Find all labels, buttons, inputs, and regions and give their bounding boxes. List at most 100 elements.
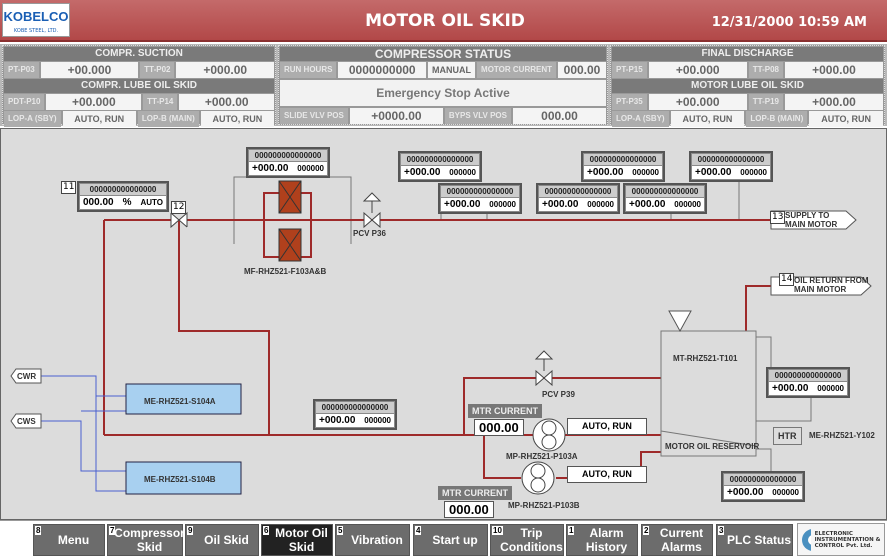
instrument-unit: 000000 bbox=[740, 168, 767, 177]
mode-value: MANUAL bbox=[428, 62, 476, 78]
nav-shortcut-number: 1 bbox=[568, 526, 575, 535]
tt-p02-value: +000.00 bbox=[176, 62, 275, 78]
filter-label: MF-RHZ521-F103A&B bbox=[244, 267, 327, 276]
nav-button-alarm-history[interactable]: 1 Alarm History bbox=[566, 524, 638, 556]
nav-shortcut-number: 7 bbox=[109, 526, 116, 535]
instrument-unit: 000000 bbox=[772, 488, 799, 497]
mtr-current-a-label: MTR CURRENT bbox=[468, 404, 542, 418]
nav-shortcut-number: 10 bbox=[492, 526, 503, 535]
pump-a-status[interactable]: AUTO, RUN bbox=[567, 418, 647, 435]
nav-shortcut-number: 3 bbox=[718, 526, 725, 535]
logo-subtext: KOBE STEEL, LTD. bbox=[13, 28, 59, 34]
logo-text: KOBELCO bbox=[3, 9, 69, 24]
valve-12-number: 12 bbox=[171, 201, 187, 214]
motor-current-value: 000.00 bbox=[558, 62, 606, 78]
slide-valve-label: SLIDE VLV POS bbox=[280, 108, 348, 124]
controller-11[interactable]: 000000000000000 000.00%AUTO bbox=[77, 181, 169, 212]
hx-b-label[interactable]: ME-RHZ521-S104B bbox=[144, 475, 216, 484]
instrument-tag: 000000000000000 bbox=[539, 186, 617, 197]
run-hours-value: 0000000000 bbox=[338, 62, 427, 78]
lop-a-label: LOP-A (SBY) bbox=[4, 111, 61, 127]
pcv36-label[interactable]: PCV P36 bbox=[353, 229, 386, 238]
tt-p19-value: +000.00 bbox=[784, 94, 884, 110]
instrument-tag: 000000000000000 bbox=[401, 154, 479, 165]
instrument-unit: 000000 bbox=[364, 416, 391, 425]
lop-b-value: AUTO, RUN bbox=[200, 111, 275, 127]
instrument-tag: 000000000000000 bbox=[692, 154, 770, 165]
hx-a-label[interactable]: ME-RHZ521-S104A bbox=[144, 397, 216, 406]
cwr-label: CWR bbox=[17, 372, 37, 381]
lop-a-value: AUTO, RUN bbox=[62, 111, 136, 127]
reservoir-label: MOTOR OIL RESERVOIR bbox=[665, 442, 760, 451]
tt-p19-label: TT-P19 bbox=[748, 94, 783, 110]
pt-p35-value: +00.000 bbox=[648, 94, 747, 110]
run-hours-label: RUN HOURS bbox=[280, 62, 337, 78]
instrument-value: +000.00 bbox=[587, 167, 624, 178]
tt-p14-value: +000.00 bbox=[179, 94, 275, 110]
nav-shortcut-number: 5 bbox=[337, 526, 344, 535]
motor-lop-b-value: AUTO, RUN bbox=[809, 111, 884, 127]
nav-shortcut-number: 4 bbox=[415, 526, 422, 535]
bypass-valve-value: 000.00 bbox=[512, 108, 606, 124]
tt-p08-label: TT-P08 bbox=[748, 62, 783, 78]
nav-label: Trip Conditions bbox=[500, 526, 563, 554]
heater-button[interactable]: HTR bbox=[773, 427, 802, 445]
lop-b-label: LOP-B (MAIN) bbox=[137, 111, 199, 127]
pt-p15-label: PT-P15 bbox=[612, 62, 647, 78]
pump-b-status[interactable]: AUTO, RUN bbox=[567, 466, 647, 483]
return-label[interactable]: OIL RETURN FROM MAIN MOTOR bbox=[794, 276, 869, 294]
nav-label: Alarm History bbox=[585, 526, 628, 554]
pcv39-label[interactable]: PCV P39 bbox=[542, 390, 575, 399]
nav-label: Motor Oil Skid bbox=[275, 526, 328, 554]
kobelco-logo: KOBELCO KOBE STEEL, LTD. bbox=[2, 3, 70, 37]
tt-p14-label: TT-P14 bbox=[143, 94, 178, 110]
instrument-unit: 000000 bbox=[587, 200, 614, 209]
controller-tag: 000000000000000 bbox=[80, 184, 166, 195]
nav-label: Vibration bbox=[351, 533, 403, 547]
datetime: 12/31/2000 10:59 AM bbox=[711, 15, 867, 30]
suction-title: COMPR. SUCTION bbox=[4, 47, 274, 61]
pump-a-label: MP-RHZ521-P103A bbox=[506, 452, 578, 461]
nav-shortcut-number: 2 bbox=[643, 526, 650, 535]
discharge-title: FINAL DISCHARGE bbox=[612, 47, 883, 61]
pt-p03-value: +00.000 bbox=[40, 62, 139, 78]
eic-emblem-icon bbox=[802, 528, 811, 551]
nav-shortcut-number: 9 bbox=[187, 526, 194, 535]
nav-shortcut-number: 8 bbox=[35, 526, 42, 535]
instrument-value: +000.00 bbox=[772, 383, 809, 394]
instrument-tag: 000000000000000 bbox=[249, 150, 327, 161]
instrument-tag: 000000000000000 bbox=[769, 370, 847, 381]
supply-label[interactable]: SUPPLY TO MAIN MOTOR bbox=[785, 211, 838, 229]
instrument-unit: 000000 bbox=[674, 200, 701, 209]
nav-label: Oil Skid bbox=[204, 533, 249, 547]
pdt-p10-value: +00.000 bbox=[46, 94, 142, 110]
mtr-current-b-label: MTR CURRENT bbox=[438, 486, 512, 500]
motor-lop-a-value: AUTO, RUN bbox=[670, 111, 745, 127]
instrument-value: +000.00 bbox=[252, 163, 289, 174]
pdt-p10-label: PDT-P10 bbox=[4, 94, 45, 110]
nav-label: Compressor Skid bbox=[114, 526, 185, 554]
